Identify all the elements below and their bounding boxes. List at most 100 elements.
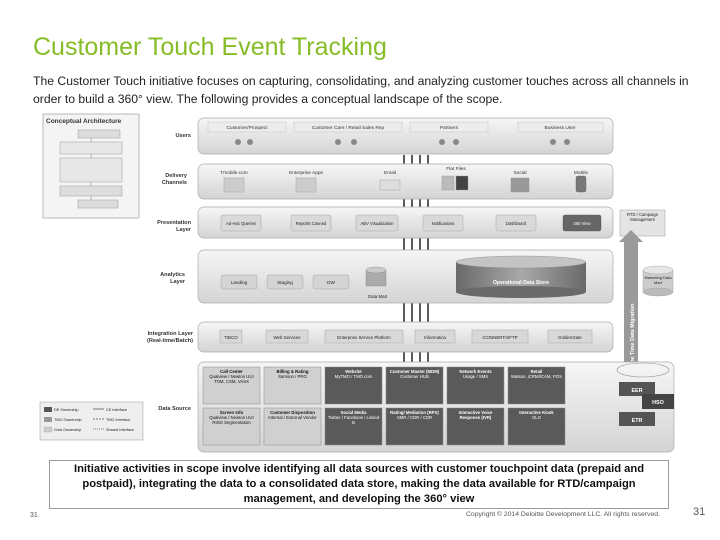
source-title: Interactive Voice Response (IVR) xyxy=(458,410,493,420)
side-source-label: ETR xyxy=(632,418,643,424)
layer-connectors xyxy=(403,155,429,362)
copyright-notice: Copyright © 2014 Deloitte Development LL… xyxy=(466,511,660,518)
source-title: Billing & Rating xyxy=(276,369,309,374)
source-subtitle: Qualview / Newton UUI RISO Segmentation xyxy=(209,415,254,425)
channel-label: Mobile xyxy=(574,170,588,176)
source-subtitle: OLO xyxy=(531,415,542,420)
presentation-item: Dashboard xyxy=(506,221,527,226)
marketing-data-mart: Marketing Data Mart xyxy=(642,265,674,297)
integration-item: Enterprise Service Platform xyxy=(337,335,391,340)
page-title: Customer Touch Event Tracking xyxy=(33,33,387,61)
layer-label-analytics-1: Analytics xyxy=(160,272,185,278)
source-subtitle: Twitter / Facebook / Linked In xyxy=(327,415,380,425)
architecture-diagram: Conceptual Architecture Users Delivery C… xyxy=(39,113,675,453)
source-title: Retail xyxy=(530,369,543,374)
channel-label: Enterprise Apps xyxy=(289,170,323,176)
source-title: Rating/ Mediation (RPX) xyxy=(390,410,439,415)
page-number-right: 31 xyxy=(693,506,706,518)
source-title: Social Media xyxy=(340,410,367,415)
source-title: Customer Disposition xyxy=(270,410,315,415)
channel-label: Email xyxy=(384,170,396,176)
source-box xyxy=(324,407,383,446)
rtd-campaign-box: RTD / Campaign Management xyxy=(619,209,666,237)
analytics-item: Landing xyxy=(231,280,248,285)
migration-label: One Time Data Migration xyxy=(630,304,636,367)
integration-item: GoldenGate xyxy=(558,335,582,340)
legend-item: DE Ownership xyxy=(54,408,78,412)
source-subtitle: Watson, iCRM/ICAM, POS xyxy=(511,374,562,379)
source-box xyxy=(385,407,444,446)
source-subtitle: Usage / SMS xyxy=(462,374,489,379)
integration-item: Informatica xyxy=(424,335,446,340)
layer-label-presentation-1: Presentation xyxy=(157,220,191,226)
source-title: Website xyxy=(345,369,362,374)
layer-label-analytics-2: Layer xyxy=(170,279,186,285)
presentation-item: ABV Visualization xyxy=(361,221,395,226)
integration-item: Web Services xyxy=(273,335,301,340)
source-title: Interactive Kiosk xyxy=(519,410,554,415)
source-subtitle: SMR / CDR / CDR xyxy=(396,415,433,420)
layer-label-delivery-1: Delivery xyxy=(165,173,188,179)
user-label: Partners xyxy=(440,125,459,131)
analytics-item: Staging xyxy=(277,280,293,285)
rtd-label: RTD / Campaign Management xyxy=(626,212,659,222)
source-box xyxy=(507,366,566,405)
source-box xyxy=(202,366,261,405)
one-time-migration-arrow: One Time Data Migration xyxy=(619,230,643,372)
layer-label-integration-1: Integration Layer xyxy=(148,331,194,337)
presentation-layer-band: Ad-Hoc Queries Reports Canned ABV Visual… xyxy=(197,206,614,239)
integration-layer-band: TIBCO Web Services Enterprise Service Pl… xyxy=(197,321,614,353)
presentation-item: Ad-Hoc Queries xyxy=(226,221,256,226)
layer-label-presentation-2: Layer xyxy=(176,227,192,233)
scope-callout: Initiative activities in scope involve i… xyxy=(49,460,669,509)
legend-item: Gold Ownership xyxy=(54,428,81,432)
layer-label-integration-2: (Real-time/Batch) xyxy=(147,338,193,344)
layer-label-delivery-2: Channels xyxy=(162,180,187,186)
integration-item: iCONNERT/SFTP xyxy=(482,335,517,340)
source-box xyxy=(446,366,505,405)
source-box xyxy=(507,407,566,446)
conceptual-architecture-thumbnail: Conceptual Architecture xyxy=(42,113,140,219)
intro-paragraph: The Customer Touch initiative focuses on… xyxy=(33,74,689,106)
user-label: Customer/Prospect xyxy=(226,125,268,131)
channel-label: Social xyxy=(513,170,526,176)
source-box xyxy=(263,366,322,405)
source-box xyxy=(263,407,322,446)
data-mart-label: Data Mart xyxy=(368,294,388,299)
legend-item: CE Interface xyxy=(106,408,127,412)
layer-label-users: Users xyxy=(175,133,191,139)
analytics-layer-band: Landing Staging DW Data Mart Operational… xyxy=(197,249,614,304)
side-source-label: EER xyxy=(631,388,642,394)
delivery-channels-band: Tmobile.com Enterprise Apps Email Flat F… xyxy=(197,163,614,200)
legend-item: Shared Interface xyxy=(106,428,134,432)
users-band: Customer/Prospect Customer Care / Retail… xyxy=(197,117,614,155)
source-subtitle: Internal / External Vendor xyxy=(268,415,317,420)
source-box xyxy=(385,366,444,405)
source-title: Call Center xyxy=(220,369,243,374)
marketing-mart-label: Marketing Data Mart xyxy=(644,276,672,285)
source-subtitle: Qualview / Newton UUI TOM, CSM, VASX xyxy=(209,374,254,384)
source-subtitle: Customer HUB xyxy=(400,374,429,379)
user-label: Customer Care / Retail Sales Rep xyxy=(312,125,385,131)
channel-label: Tmobile.com xyxy=(220,170,247,176)
thumbnail-title: Conceptual Architecture xyxy=(46,118,122,125)
ownership-legend: DE Ownership TMO Ownership Gold Ownershi… xyxy=(39,401,144,441)
channel-label: Flat Files xyxy=(446,166,466,172)
user-label: Business User xyxy=(545,125,576,131)
ods-label: Operational Data Store xyxy=(493,280,549,286)
analytics-item: DW xyxy=(327,280,335,285)
side-source-label: HSO xyxy=(652,400,664,406)
side-sources: EER HSO ETR xyxy=(616,362,674,426)
source-box xyxy=(446,407,505,446)
source-title: Screen Info xyxy=(219,410,244,415)
page-number-left: 31 xyxy=(30,512,38,519)
source-title: Customer Master (MDM) xyxy=(389,369,440,374)
layer-label-datasource: Data Source xyxy=(158,406,191,412)
source-subtitle: Samson / PRO xyxy=(278,374,307,379)
legend-item: TMO Interface xyxy=(106,418,130,422)
source-subtitle: MyTMO / TMO.com xyxy=(334,374,373,379)
integration-item: TIBCO xyxy=(224,335,238,340)
source-box xyxy=(202,407,261,446)
presentation-item: 360 View xyxy=(573,221,591,226)
